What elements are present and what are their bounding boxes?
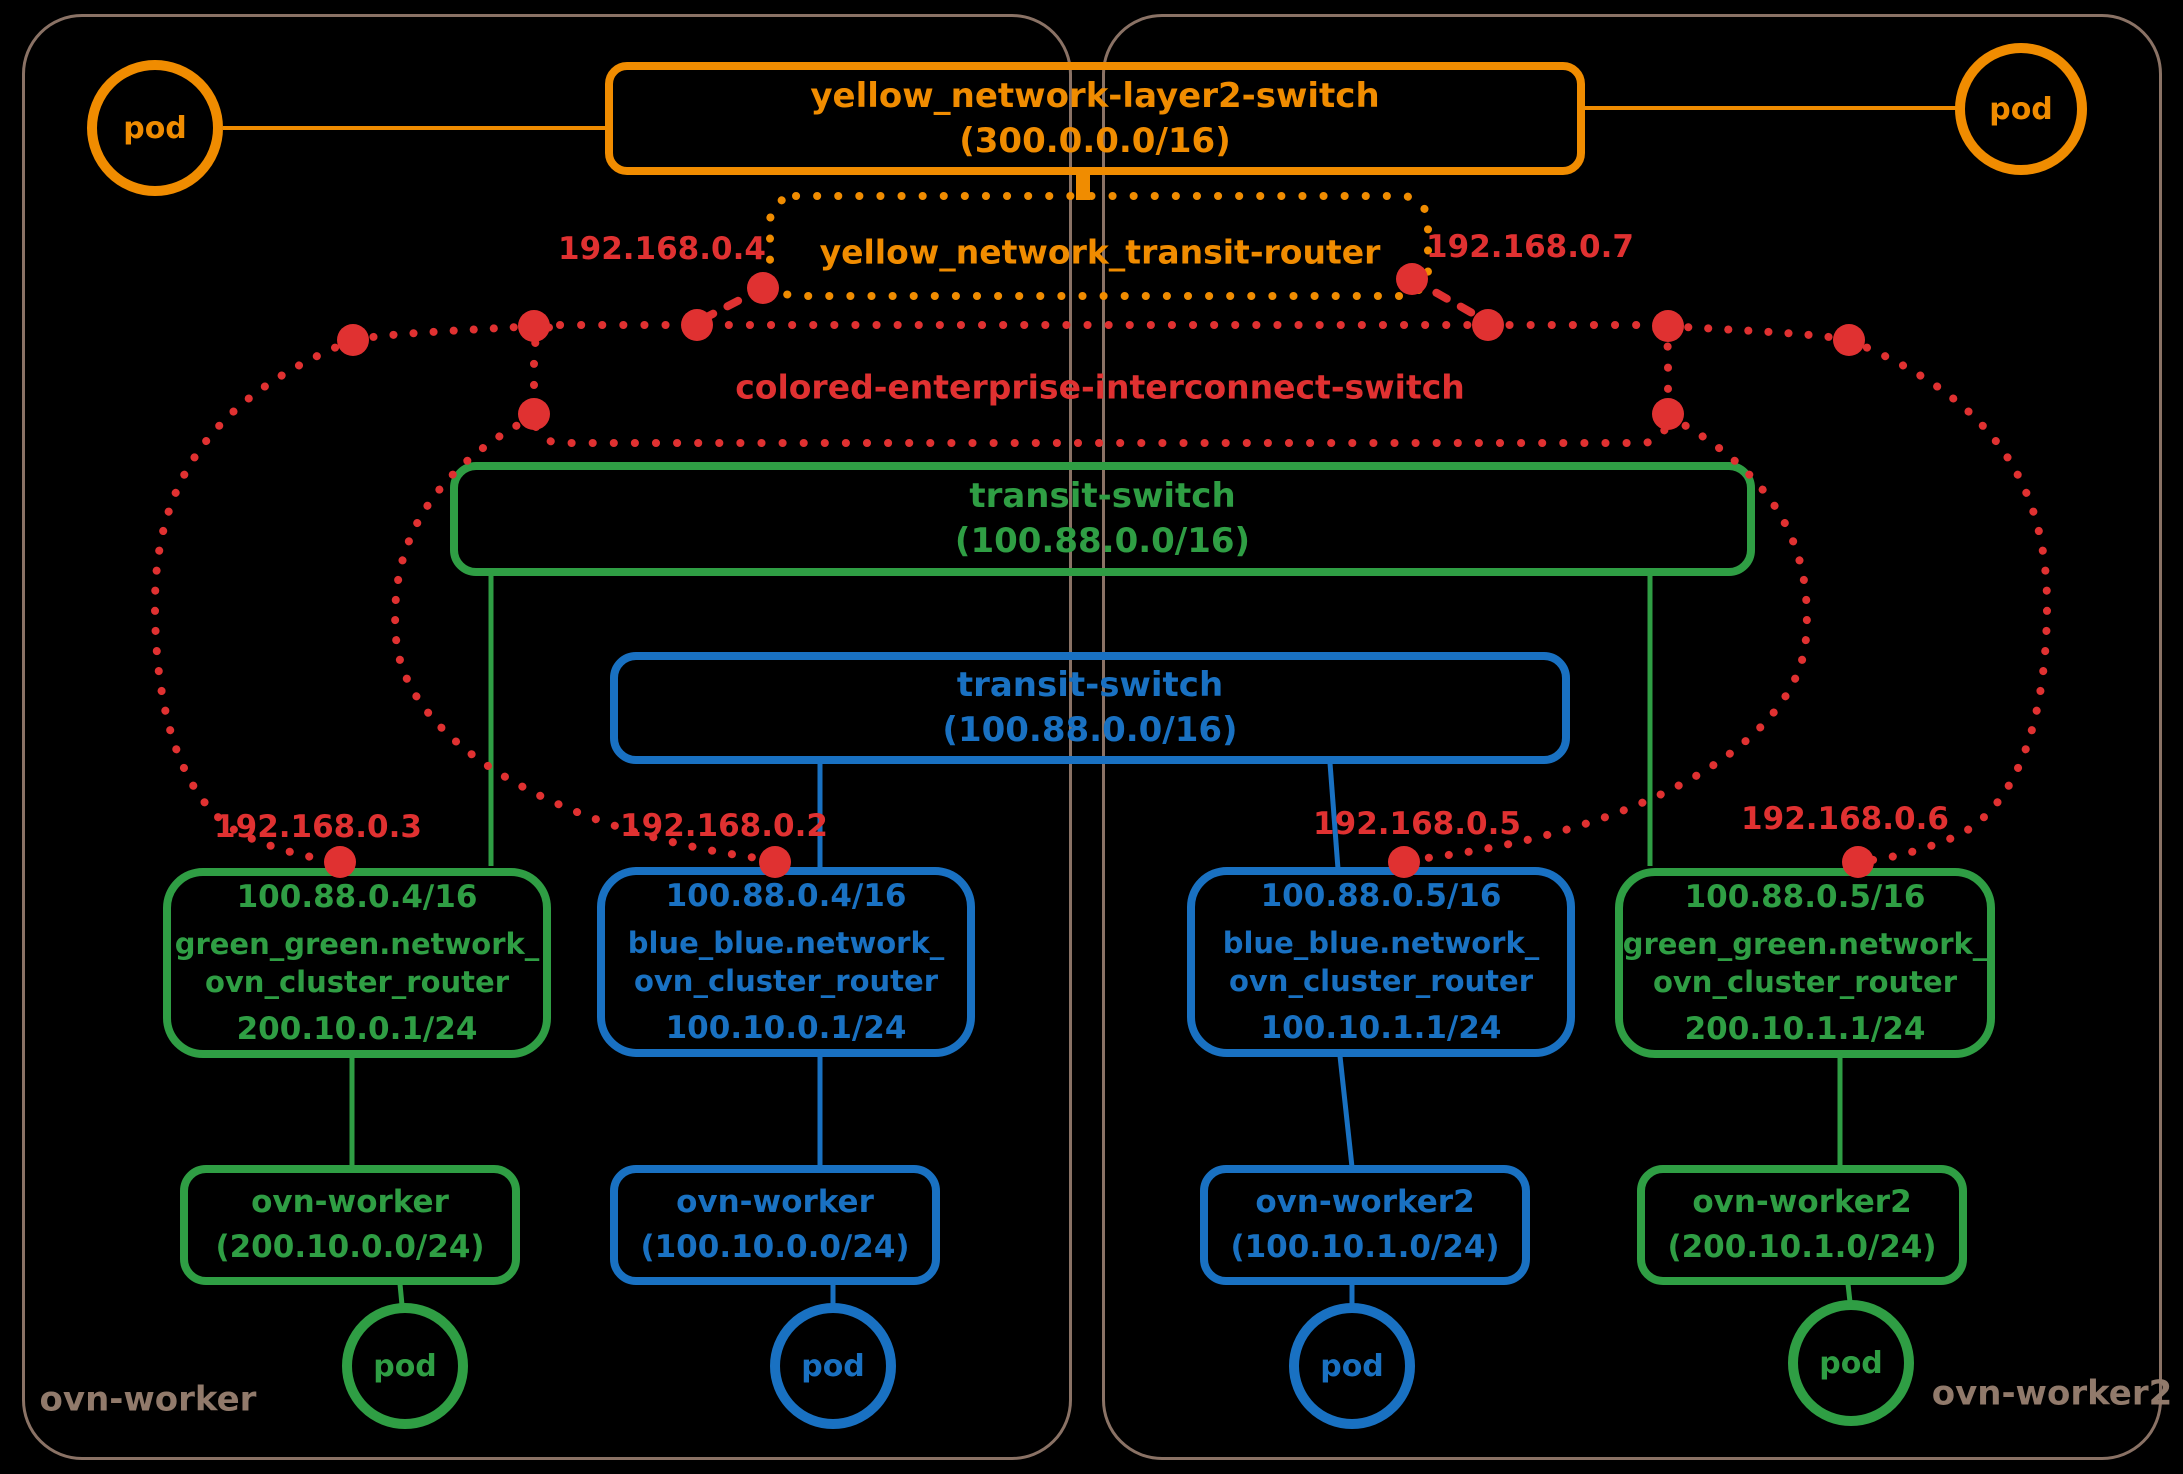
worker-name: ovn-worker [676, 1184, 874, 1221]
transit-router-label: yellow_network_transit-router [819, 232, 1381, 272]
layer2-switch-cidr: (300.0.0.0/16) [959, 120, 1231, 161]
worker-cidr: (200.10.1.0/24) [1667, 1229, 1937, 1265]
green-transit-switch-box: transit-switch (100.88.0.0/16) [450, 462, 1755, 576]
green-cluster-router-1-box: 100.88.0.4/16 green_green.network_ ovn_c… [163, 868, 551, 1058]
pod-label: pod [1819, 1345, 1883, 1381]
blue-worker-switch-2-box: ovn-worker2 (100.10.1.0/24) [1200, 1165, 1530, 1285]
host-label-ovn-worker: ovn-worker [39, 1379, 257, 1420]
host-container-ovn-worker2 [1102, 14, 2162, 1460]
layer2-switch-name: yellow_network-layer2-switch [810, 75, 1380, 116]
blue-cluster-router-1-box: 100.88.0.4/16 blue_blue.network_ ovn_clu… [597, 867, 975, 1057]
ip-label-192-168-0-6: 192.168.0.6 [1741, 801, 1949, 837]
router-name-line2: ovn_cluster_router [1652, 965, 1958, 999]
worker-name: ovn-worker2 [1255, 1184, 1475, 1221]
blue-cluster-router-2-box: 100.88.0.5/16 blue_blue.network_ ovn_clu… [1187, 867, 1575, 1057]
green-worker-switch-1-box: ovn-worker (200.10.0.0/24) [180, 1165, 520, 1285]
layer2-switch-box: yellow_network-layer2-switch (300.0.0.0/… [605, 62, 1585, 175]
green-worker-switch-2-box: ovn-worker2 (200.10.1.0/24) [1637, 1165, 1967, 1285]
router-transit-ip: 100.88.0.4/16 [665, 877, 907, 914]
router-transit-ip: 100.88.0.4/16 [236, 878, 478, 915]
router-name-line2: ovn_cluster_router [633, 964, 939, 998]
green-cluster-router-2-box: 100.88.0.5/16 green_green.network_ ovn_c… [1615, 868, 1995, 1058]
router-subnet-ip: 100.10.1.1/24 [1260, 1010, 1502, 1047]
pod-label: pod [1320, 1348, 1384, 1384]
router-name-line1: green_green.network_ [174, 926, 540, 961]
pod-orange-left: pod [87, 60, 223, 196]
ip-label-192-168-0-4: 192.168.0.4 [558, 231, 766, 267]
router-name-line1: blue_blue.network_ [627, 925, 945, 960]
worker-name: ovn-worker [251, 1184, 449, 1221]
worker-cidr: (100.10.1.0/24) [1230, 1229, 1500, 1265]
pod-green-1: pod [342, 1303, 468, 1429]
blue-transit-switch-name: transit-switch [956, 665, 1224, 706]
router-name-line2: ovn_cluster_router [1228, 964, 1534, 998]
router-subnet-ip: 100.10.0.1/24 [665, 1010, 907, 1047]
pod-blue-1: pod [770, 1303, 896, 1429]
blue-worker-switch-1-box: ovn-worker (100.10.0.0/24) [610, 1165, 940, 1285]
router-name-line2: ovn_cluster_router [204, 965, 510, 999]
blue-transit-switch-box: transit-switch (100.88.0.0/16) [610, 652, 1570, 764]
ip-label-192-168-0-5: 192.168.0.5 [1313, 806, 1521, 842]
pod-label: pod [123, 110, 187, 146]
router-name-line1: green_green.network_ [1622, 926, 1988, 961]
host-label-ovn-worker2: ovn-worker2 [1931, 1373, 2173, 1414]
pod-blue-2: pod [1289, 1303, 1415, 1429]
pod-label: pod [1989, 91, 2053, 127]
worker-cidr: (200.10.0.0/24) [215, 1229, 485, 1265]
green-transit-switch-cidr: (100.88.0.0/16) [954, 521, 1251, 561]
router-transit-ip: 100.88.0.5/16 [1684, 878, 1926, 915]
router-name-line1: blue_blue.network_ [1222, 925, 1540, 960]
blue-transit-switch-cidr: (100.88.0.0/16) [942, 710, 1238, 750]
worker-name: ovn-worker2 [1692, 1184, 1912, 1221]
pod-label: pod [373, 1348, 437, 1384]
ip-label-192-168-0-3: 192.168.0.3 [214, 809, 422, 845]
worker-cidr: (100.10.0.0/24) [640, 1229, 910, 1265]
pod-green-2: pod [1788, 1300, 1914, 1426]
ip-label-192-168-0-2: 192.168.0.2 [620, 808, 828, 844]
interconnect-switch-label: colored-enterprise-interconnect-switch [735, 367, 1465, 407]
pod-label: pod [801, 1348, 865, 1384]
host-container-ovn-worker [22, 14, 1072, 1460]
ip-label-192-168-0-7: 192.168.0.7 [1426, 229, 1634, 265]
router-transit-ip: 100.88.0.5/16 [1260, 877, 1502, 914]
green-transit-switch-name: transit-switch [969, 476, 1236, 517]
router-subnet-ip: 200.10.1.1/24 [1684, 1011, 1926, 1048]
router-subnet-ip: 200.10.0.1/24 [236, 1011, 478, 1048]
pod-orange-right: pod [1955, 43, 2087, 175]
